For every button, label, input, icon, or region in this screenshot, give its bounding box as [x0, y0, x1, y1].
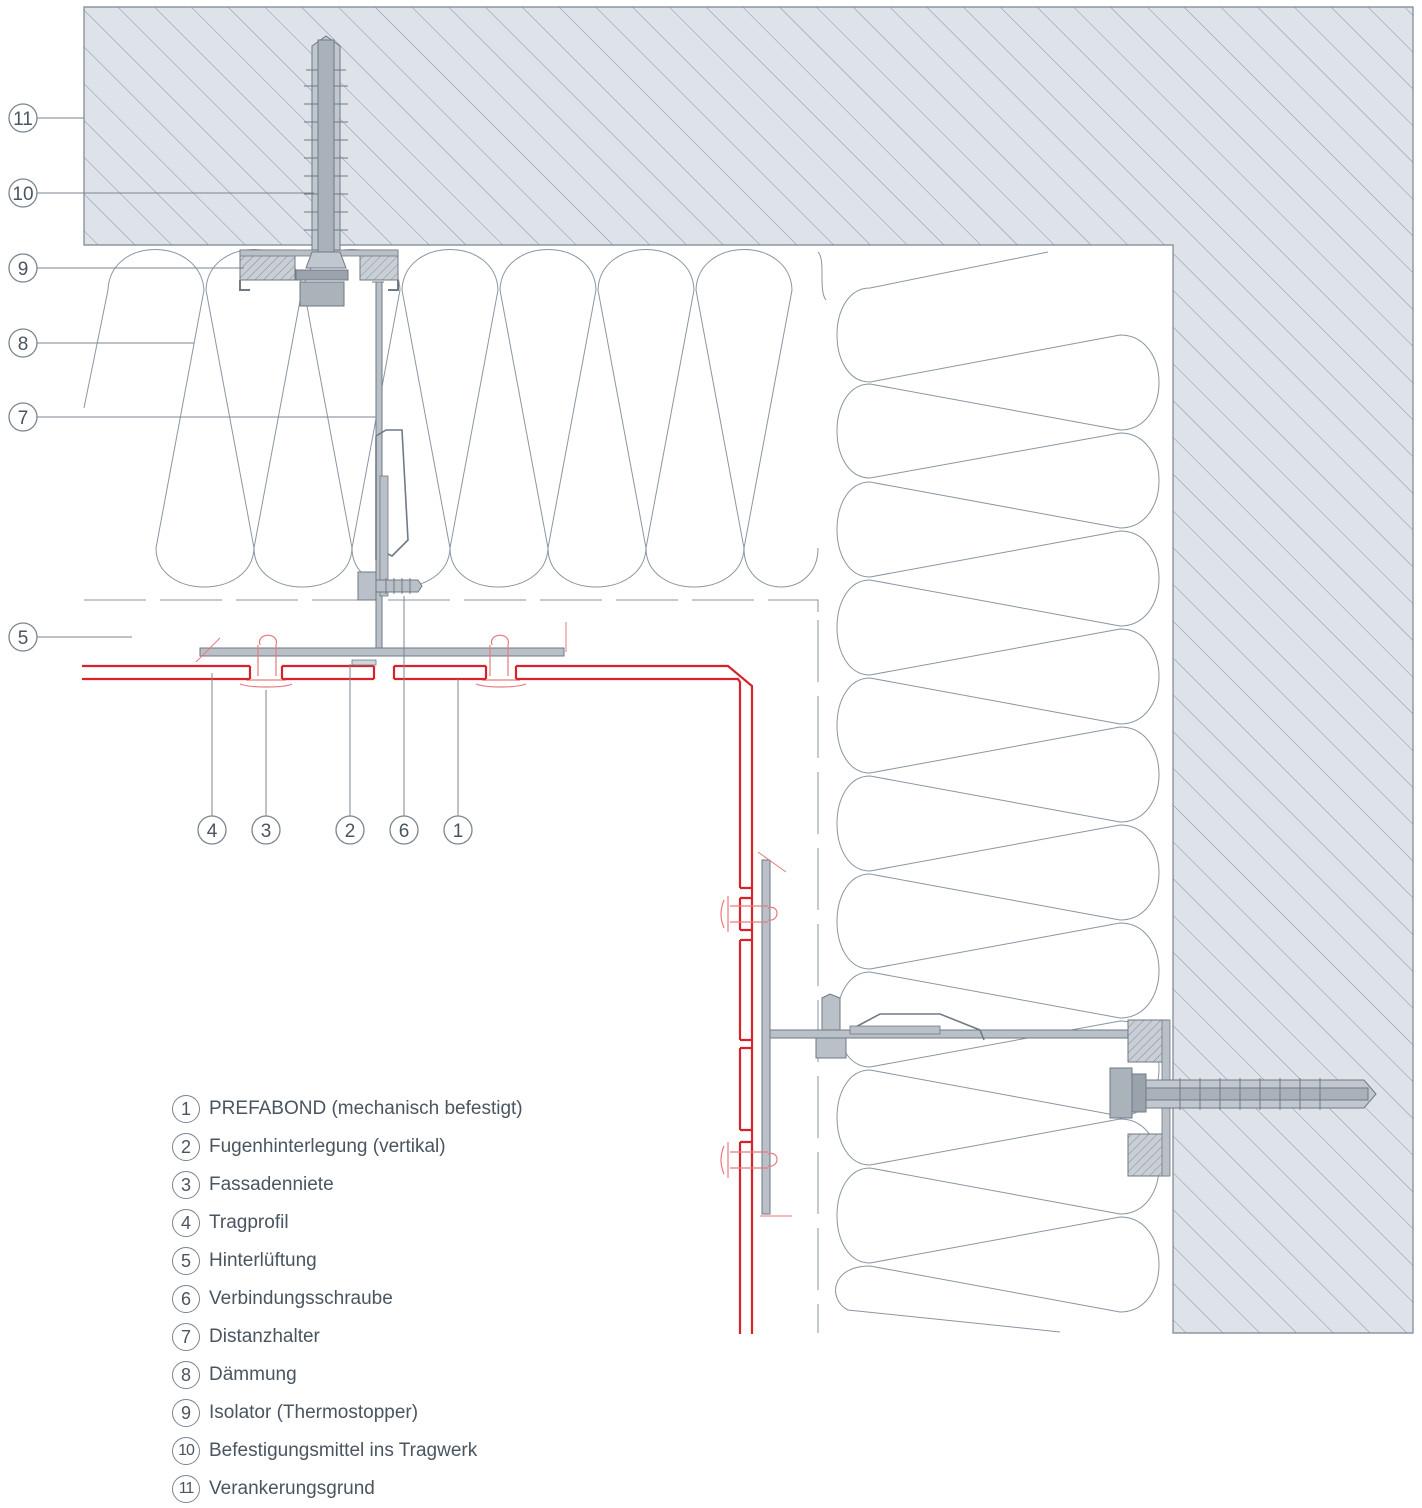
- callout-10: [8, 178, 38, 208]
- svg-text:9: 9: [18, 259, 29, 280]
- legend-item-4: 4 Tragprofil: [172, 1204, 523, 1242]
- anchor-dowel-top: [295, 35, 349, 307]
- callout-9: [8, 253, 38, 283]
- concrete-anchor-base: [83, 6, 1414, 1334]
- callout-1: [443, 815, 473, 845]
- legend-label: Distanzhalter: [209, 1326, 320, 1347]
- legend-number: 3: [172, 1171, 200, 1199]
- legend-label: Fassadenniete: [209, 1174, 334, 1195]
- bottom-bracket-assembly: [769, 993, 1377, 1177]
- legend-label: Verankerungsgrund: [209, 1478, 375, 1499]
- legend-number: 10: [172, 1437, 200, 1465]
- legend-number: 1: [172, 1095, 200, 1123]
- svg-text:11: 11: [13, 109, 33, 130]
- legend-number: 11: [172, 1475, 200, 1503]
- legend-item-10: 10 Befestigungsmittel ins Tragwerk: [172, 1432, 523, 1470]
- svg-text:2: 2: [345, 821, 356, 842]
- callout-3: [251, 815, 281, 845]
- callout-11: [8, 103, 38, 133]
- svg-text:6: 6: [399, 821, 410, 842]
- callouts-bottom: 4 3 2 6 1: [197, 815, 473, 845]
- connection-screw-top: [357, 571, 423, 601]
- legend-number: 6: [172, 1285, 200, 1313]
- legend-number: 5: [172, 1247, 200, 1275]
- prefabond-panels: [82, 664, 754, 1334]
- callout-5: [8, 622, 38, 652]
- anchor-dowel-bottom: [1109, 1067, 1377, 1119]
- callout-6: [389, 815, 419, 845]
- callout-8: [8, 328, 38, 358]
- svg-text:5: 5: [18, 628, 29, 649]
- legend-label: Isolator (Thermostopper): [209, 1402, 419, 1423]
- svg-text:7: 7: [18, 408, 29, 429]
- connection-screw-bottom: [815, 993, 847, 1059]
- svg-text:3: 3: [261, 821, 272, 842]
- legend-item-1: 1 PREFABOND (mechanisch befestigt): [172, 1090, 523, 1128]
- joint-backing: [351, 659, 377, 666]
- legend-label: Fugenhinterlegung (vertikal): [209, 1136, 446, 1157]
- svg-text:8: 8: [18, 334, 29, 355]
- legend-item-8: 8 Dämmung: [172, 1356, 523, 1394]
- support-profile-vertical: [720, 851, 792, 1217]
- legend-item-5: 5 Hinterlüftung: [172, 1242, 523, 1280]
- svg-text:4: 4: [207, 821, 218, 842]
- svg-text:10: 10: [12, 184, 33, 205]
- insulation-horizontal: [83, 249, 819, 615]
- legend-number: 4: [172, 1209, 200, 1237]
- legend-item-9: 9 Isolator (Thermostopper): [172, 1394, 523, 1432]
- callout-4: [197, 815, 227, 845]
- legend-label: Verbindungsschraube: [209, 1288, 393, 1309]
- callouts-left: 11 10 9 8 7 5: [8, 103, 38, 652]
- legend-label: Befestigungsmittel ins Tragwerk: [209, 1440, 478, 1461]
- legend-number: 8: [172, 1361, 200, 1389]
- support-profile-horizontal: [195, 622, 567, 663]
- legend-item-3: 3 Fassadenniete: [172, 1166, 523, 1204]
- callout-7: [8, 402, 38, 432]
- legend-label: Hinterlüftung: [209, 1250, 317, 1271]
- legend-item-6: 6 Verbindungsschraube: [172, 1280, 523, 1318]
- callout-2: [335, 815, 365, 845]
- legend-number: 9: [172, 1399, 200, 1427]
- rivets-top: [239, 634, 527, 688]
- legend-item-11: 11 Verankerungsgrund: [172, 1470, 523, 1508]
- legend-item-7: 7 Distanzhalter: [172, 1318, 523, 1356]
- legend-label: Tragprofil: [209, 1212, 289, 1233]
- legend: 1 PREFABOND (mechanisch befestigt) 2 Fugen…: [172, 1090, 523, 1508]
- insulation-vertical: [817, 251, 1160, 1333]
- leader-lines: [37, 117, 459, 817]
- legend-number: 2: [172, 1133, 200, 1161]
- isolator-bottom-upper: [1127, 1019, 1169, 1063]
- svg-text:1: 1: [453, 821, 464, 842]
- legend-item-2: 2 Fugenhinterlegung (vertikal): [172, 1128, 523, 1166]
- legend-label: PREFABOND (mechanisch befestigt): [209, 1098, 523, 1119]
- legend-number: 7: [172, 1323, 200, 1351]
- legend-label: Dämmung: [209, 1364, 297, 1385]
